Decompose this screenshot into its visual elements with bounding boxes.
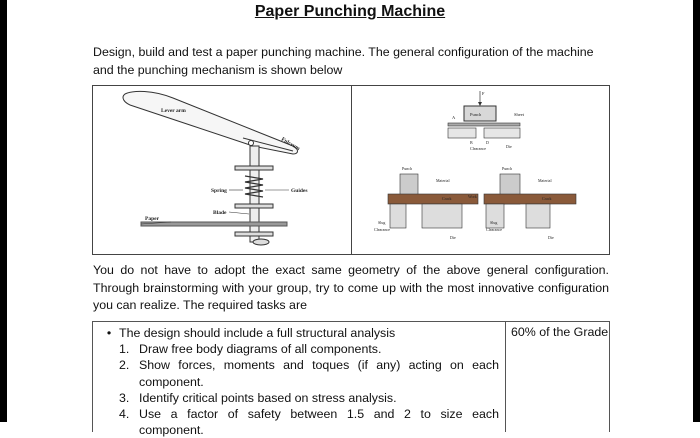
paper-label: Paper <box>145 216 160 222</box>
svg-text:Punch: Punch <box>470 112 482 117</box>
machine-figure: Lever arm Fulcrum Spring Guides Blade Pa… <box>92 85 610 255</box>
lever-arm-label: Lever arm <box>161 108 186 114</box>
svg-text:Sheet: Sheet <box>514 112 525 117</box>
left-material <box>387 193 479 205</box>
fulcrum-pin <box>248 140 254 146</box>
svg-text:Die: Die <box>548 235 554 240</box>
svg-text:Clearance: Clearance <box>486 227 502 232</box>
right-dark-edge <box>693 0 700 422</box>
base-plate <box>234 231 274 237</box>
svg-text:Clearance: Clearance <box>374 227 390 232</box>
intro-paragraph: Design, build and test a paper punching … <box>93 45 594 77</box>
task-item-1: 1. Draw free body diagrams of all compon… <box>119 342 382 357</box>
top-die-right <box>483 127 521 139</box>
tasks-column-divider <box>505 322 506 432</box>
task-item-3: 3. Identify critical points based on str… <box>119 390 397 405</box>
figure-divider <box>351 86 352 254</box>
instructions-paragraph: You do not have to adopt the exact same … <box>93 263 609 313</box>
spring-coil <box>244 175 264 198</box>
svg-text:Punch: Punch <box>502 166 512 171</box>
right-die-right <box>525 203 551 229</box>
machine-configuration-diagram: Lever arm Fulcrum Spring Guides Blade Pa… <box>122 90 308 246</box>
svg-text:Material: Material <box>538 178 552 183</box>
svg-text:Slug: Slug <box>378 220 385 225</box>
left-die-right <box>421 203 463 229</box>
svg-text:A: A <box>452 115 456 120</box>
spring-label: Spring <box>211 188 227 194</box>
grade-cell: 60% of the Grade <box>511 325 609 339</box>
svg-text:Slug: Slug <box>490 220 497 225</box>
punched-slug <box>252 238 270 246</box>
bullet-symbol: • <box>106 326 112 340</box>
svg-text:Punch: Punch <box>402 166 412 171</box>
right-die-left <box>485 203 505 229</box>
lever-arm <box>122 90 298 155</box>
top-die-left <box>447 127 477 139</box>
svg-text:Die: Die <box>506 144 512 149</box>
bullet-text: The design should include a full structu… <box>119 326 396 340</box>
svg-text:Work: Work <box>468 194 477 199</box>
svg-text:B: B <box>470 140 473 145</box>
task-item-4: 4. Use a factor of safety between 1.5 an… <box>119 407 499 438</box>
task-bullet-item: • The design should include a full struc… <box>99 325 499 341</box>
tasks-table: • The design should include a full struc… <box>92 321 610 437</box>
svg-text:Die: Die <box>450 235 456 240</box>
svg-text:D: D <box>486 140 489 145</box>
punching-mechanism-diagram: F A Punch Sheet B D Clearance Die Punch … <box>374 91 577 240</box>
left-die-left <box>389 203 407 229</box>
top-punch <box>463 105 497 122</box>
plunger <box>249 145 260 243</box>
tasks-list: • The design should include a full struc… <box>99 325 499 438</box>
svg-text:Crack: Crack <box>542 196 552 201</box>
guides-label: Guides <box>291 188 308 194</box>
blade-label: Blade <box>213 210 227 216</box>
top-sheet <box>447 122 521 127</box>
svg-text:Crack: Crack <box>442 196 452 201</box>
svg-text:Material: Material <box>436 178 450 183</box>
right-material <box>483 193 577 205</box>
lower-guide <box>234 203 274 209</box>
upper-guide <box>234 165 274 171</box>
page-title: Paper Punching Machine <box>254 3 446 20</box>
svg-text:F: F <box>482 91 485 96</box>
left-dark-edge <box>0 0 7 422</box>
task-item-2: 2. Show forces, moments and toques (if a… <box>119 358 499 389</box>
svg-text:Clearance: Clearance <box>470 146 486 151</box>
